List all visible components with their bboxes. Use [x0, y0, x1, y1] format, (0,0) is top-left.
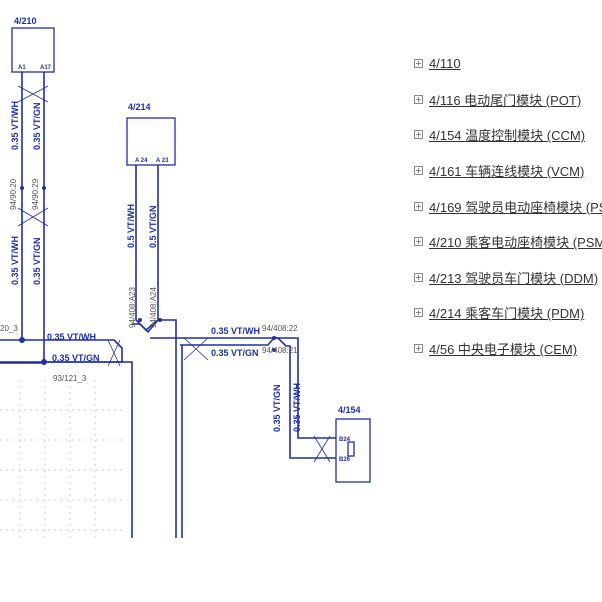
wire-label: 0.35 VT/WH [47, 332, 96, 342]
connector-label: 94/90:29 [31, 178, 40, 210]
module-title: 4/214 [128, 102, 151, 112]
module-list-item[interactable]: +4/169 驾驶员电动座椅模块 (PSM) [414, 188, 602, 224]
pin-label: B26 [339, 457, 351, 463]
module-link[interactable]: 4/210 乘客电动座椅模块 (PSM) [429, 235, 602, 251]
module-link[interactable]: 4/213 驾驶员车门模块 (DDM) [429, 270, 599, 286]
expand-plus-icon[interactable]: + [414, 308, 423, 318]
module-link[interactable]: 4/154 温度控制模块 (CCM) [429, 128, 586, 144]
wire-label: 0.35 VT/WH [10, 101, 20, 150]
connector-label: 94/90:20 [9, 178, 18, 210]
background-grid [0, 380, 125, 540]
wiring-diagram: 4/210 A1 A17 4/214 A 24 A 23 4/154 B24 B… [0, 16, 371, 540]
module-link[interactable]: 4/169 驾驶员电动座椅模块 (PSM) [429, 199, 602, 215]
expand-plus-icon[interactable]: + [414, 166, 423, 176]
wire-label: 0.5 VT/GN [148, 205, 158, 248]
module-list-item[interactable]: +4/161 车辆连线模块 (VCM) [414, 153, 602, 189]
module-link[interactable]: 4/214 乘客车门模块 (PDM) [429, 306, 585, 322]
module-link[interactable]: 4/56 中央电子模块 (CEM) [429, 342, 578, 358]
splice-points [19, 186, 276, 365]
module-link[interactable]: 4/161 车辆连线模块 (VCM) [429, 164, 585, 180]
module-list-item[interactable]: +4/56 中央电子模块 (CEM) [414, 331, 602, 367]
twist-markers [17, 85, 331, 463]
expand-plus-icon[interactable]: + [414, 94, 423, 104]
connector-label: 94/408:22 [262, 324, 298, 333]
expand-plus-icon[interactable]: + [414, 344, 423, 354]
module-list-item[interactable]: +4/116 电动尾门模块 (POT) [414, 82, 602, 118]
wire-label: 0.35 VT/WH [10, 236, 20, 285]
pin-label: A 24 [135, 158, 148, 164]
wire-label: 0.35 VT/GN [52, 353, 100, 363]
module-list-item[interactable]: +4/214 乘客车门模块 (PDM) [414, 295, 602, 331]
module-title: 4/154 [338, 405, 361, 415]
resistor-icon [347, 441, 355, 457]
module-4-154[interactable]: 4/154 B24 B26 [335, 405, 371, 483]
wire-label: 0.35 VT/WH [292, 383, 302, 432]
connector-label: 94/408:21 [262, 346, 298, 355]
wire-label: 0.35 VT/WH [211, 326, 260, 336]
expand-plus-icon[interactable]: + [414, 59, 423, 69]
wire-label: 0.5 VT/WH [126, 204, 136, 248]
expand-plus-icon[interactable]: + [414, 130, 423, 140]
pin-label: A 23 [156, 158, 169, 164]
expand-plus-icon[interactable]: + [414, 272, 423, 282]
module-list-item[interactable]: +4/110 [414, 46, 602, 82]
connector-label: 94/408:A24 [149, 287, 158, 328]
wire-label: 0.35 VT/GN [32, 237, 42, 285]
module-4-210[interactable]: 4/210 A1 A17 [11, 16, 55, 73]
pin-label: A1 [18, 65, 26, 71]
connector-label: 93/121_3 [53, 374, 87, 383]
module-title: 4/210 [14, 16, 37, 26]
wire-label: 0.35 VT/GN [272, 384, 282, 432]
module-list-item[interactable]: +4/210 乘客电动座椅模块 (PSM) [414, 224, 602, 260]
module-list-item[interactable]: +4/213 驾驶员车门模块 (DDM) [414, 260, 602, 296]
expand-plus-icon[interactable]: + [414, 201, 423, 211]
connector-label: 94/408:A23 [128, 287, 137, 328]
module-link[interactable]: 4/110 [429, 56, 461, 72]
expand-plus-icon[interactable]: + [414, 237, 423, 247]
connector-label: 20_3 [0, 324, 18, 333]
module-list: +4/110+4/116 电动尾门模块 (POT)+4/154 温度控制模块 (… [414, 46, 602, 366]
pin-label: A17 [40, 65, 52, 71]
module-list-item[interactable]: +4/154 温度控制模块 (CCM) [414, 117, 602, 153]
module-4-214[interactable]: 4/214 A 24 A 23 [126, 102, 176, 166]
pin-label: B24 [339, 437, 351, 443]
wire-label: 0.35 VT/GN [211, 348, 259, 358]
module-link[interactable]: 4/116 电动尾门模块 (POT) [429, 92, 582, 108]
wire-label: 0.35 VT/GN [32, 102, 42, 150]
